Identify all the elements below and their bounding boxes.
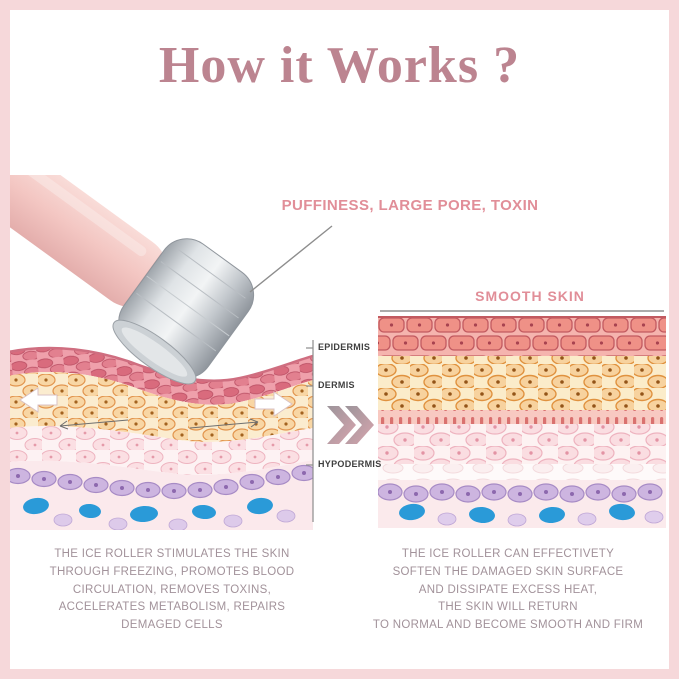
skin-diagram-after [378, 316, 666, 528]
skin-layer-dermis-before [8, 371, 313, 475]
skin-layer-dermis-after [378, 356, 666, 480]
skin-layer-hypodermis-before [8, 460, 313, 530]
fat-cell-nuclei [388, 490, 652, 496]
skin-layer-epidermis-after [378, 316, 666, 356]
problem-label: PUFFINESS, LARGE PORE, TOXIN [281, 197, 539, 214]
layer-label-hypodermis: HYPODERMIS [318, 459, 382, 469]
double-chevron-right-icon [327, 406, 374, 444]
arrow-right-icon [254, 391, 293, 417]
page-title: How it Works ? [158, 37, 521, 94]
skin-layer-hypodermis-after [378, 480, 666, 528]
ice-roller-illustration [0, 175, 255, 385]
fat-cells-lavender [53, 509, 296, 530]
thin-arrow-right-icon [189, 418, 259, 429]
caption-before: THE ICE ROLLER STIMULATES THE SKIN THROU… [49, 548, 295, 632]
roller-head [112, 238, 255, 385]
layer-label-epidermis: EPIDERMIS [318, 342, 371, 352]
vessel-cells-blue [23, 497, 273, 523]
skin-diagram-before [8, 346, 313, 530]
result-label: SMOOTH SKIN [475, 288, 585, 304]
thin-arrow-left-icon [59, 419, 129, 430]
layer-label-dermis: DERMIS [318, 380, 355, 390]
fat-cell-nuclei [16, 471, 306, 493]
arrow-left-icon [19, 387, 58, 413]
vessel-cells-blue [399, 503, 635, 524]
caption-after: THE ICE ROLLER CAN EFFECTIVETY SOFTEN TH… [372, 548, 644, 632]
fat-cells-lavender [437, 510, 664, 527]
motion-arrows [19, 387, 293, 430]
